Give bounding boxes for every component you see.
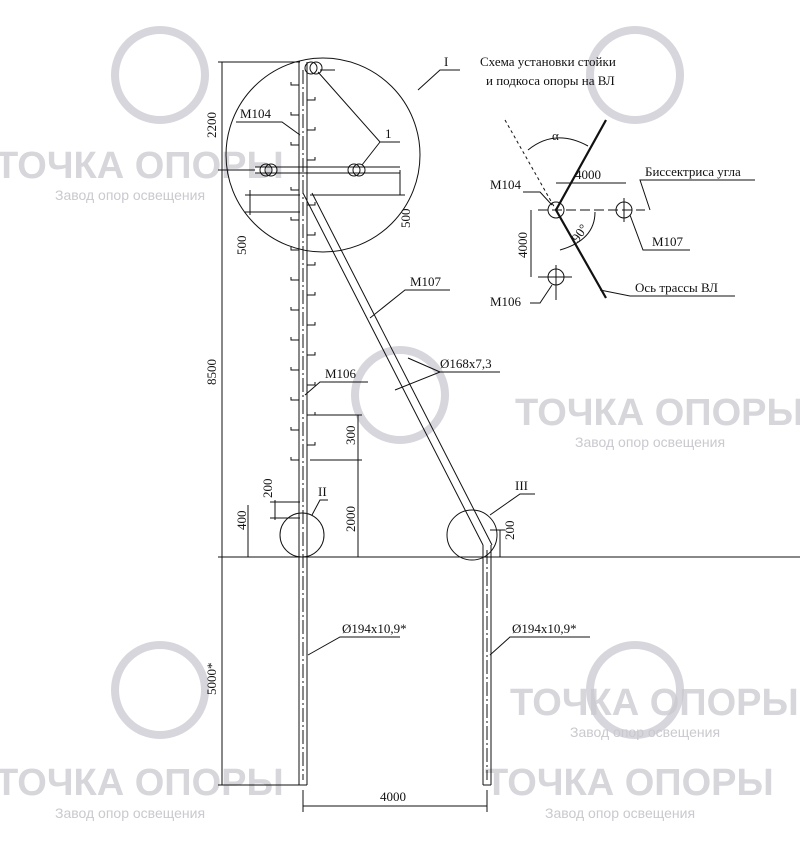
watermark-brand: ТОЧКА ОПОРЫ bbox=[485, 762, 774, 804]
scheme-label-bisector: Биссектриса угла bbox=[645, 164, 741, 179]
label-detail-iii: III bbox=[515, 478, 528, 493]
detail-circle-iii bbox=[446, 509, 498, 561]
pole-step bbox=[307, 97, 316, 101]
pole-step bbox=[307, 322, 316, 326]
pole-step bbox=[307, 127, 316, 131]
pole-step bbox=[290, 397, 299, 401]
watermark-tagline: Завод опор освещения bbox=[570, 724, 720, 740]
watermark-tagline: Завод опор освещения bbox=[545, 805, 695, 821]
bisector-line bbox=[504, 119, 557, 211]
pole-step bbox=[290, 112, 299, 116]
scheme-dim-horizontal: 4000 bbox=[575, 167, 601, 182]
dim-2200: 2200 bbox=[204, 112, 219, 138]
pole-step bbox=[290, 187, 299, 191]
pole-step bbox=[290, 457, 299, 461]
insulator-icon bbox=[304, 61, 318, 75]
insulator-icon bbox=[259, 163, 273, 177]
insulator-icon bbox=[264, 163, 278, 177]
detail-circle-i bbox=[225, 57, 421, 253]
label-m104: М104 bbox=[240, 106, 272, 121]
watermark-tagline: Завод опор освещения bbox=[55, 187, 205, 203]
watermark-brand: ТОЧКА ОПОРЫ bbox=[510, 682, 799, 724]
pole-step bbox=[290, 367, 299, 371]
dim-300: 300 bbox=[343, 426, 358, 446]
pole-step bbox=[290, 427, 299, 431]
scheme-label-m104: М104 bbox=[490, 177, 522, 192]
label-detail-ii: II bbox=[318, 484, 327, 499]
pole-step bbox=[290, 247, 299, 251]
installation-scheme: Схема установки стойки и подкоса опоры н… bbox=[480, 54, 755, 309]
right-angle-arc bbox=[559, 211, 596, 251]
brace-m107 bbox=[302, 192, 493, 786]
angle-arc bbox=[527, 137, 589, 151]
detail-circle-ii bbox=[279, 512, 325, 558]
label-m106: М106 bbox=[325, 366, 357, 381]
scheme-title-line1: Схема установки стойки bbox=[480, 54, 616, 69]
label-callout-1: 1 bbox=[385, 126, 392, 141]
dim-4000-base: 4000 bbox=[380, 789, 406, 804]
angle-alpha: α bbox=[552, 128, 559, 143]
watermark-logos: ТОЧКА ОПОРЫ Завод опор освещения ТОЧКА О… bbox=[0, 26, 800, 821]
dim-2000: 2000 bbox=[343, 506, 358, 532]
pole-step bbox=[307, 442, 316, 446]
leader-lines bbox=[236, 69, 590, 656]
pole-step bbox=[307, 232, 316, 236]
scheme-label-line-axis: Ось трассы ВЛ bbox=[635, 280, 718, 295]
dim-200-ii: 200 bbox=[260, 479, 275, 499]
watermark-brand: ТОЧКА ОПОРЫ bbox=[515, 392, 800, 434]
insulator-icon bbox=[352, 163, 366, 177]
label-pole-pipe: Ø194x10,9* bbox=[342, 621, 407, 636]
pole-step bbox=[307, 292, 316, 296]
scheme-label-m106: М106 bbox=[490, 294, 522, 309]
label-detail-i: I bbox=[444, 54, 448, 69]
watermark-brand: ТОЧКА ОПОРЫ bbox=[0, 145, 284, 187]
pole-step bbox=[307, 352, 316, 356]
dim-8500: 8500 bbox=[204, 359, 219, 385]
dim-500-right: 500 bbox=[398, 209, 413, 229]
pole-step bbox=[290, 277, 299, 281]
scheme-title-line2: и подкоса опоры на ВЛ bbox=[486, 73, 615, 88]
scheme-dim-vertical: 4000 bbox=[515, 232, 530, 258]
pole-step bbox=[290, 142, 299, 146]
watermark-tagline: Завод опор освещения bbox=[55, 805, 205, 821]
pole-steps bbox=[290, 82, 316, 461]
watermark-brand: ТОЧКА ОПОРЫ bbox=[0, 762, 284, 804]
label-m107: М107 bbox=[410, 274, 442, 289]
pole-step bbox=[290, 307, 299, 311]
pole-step bbox=[290, 82, 299, 86]
watermark-tagline: Завод опор освещения bbox=[575, 434, 725, 450]
dimension-lines bbox=[218, 61, 505, 812]
pole-step bbox=[290, 337, 299, 341]
scheme-label-m107: М107 bbox=[652, 234, 684, 249]
label-brace-pipe: Ø168x7,3 bbox=[440, 356, 492, 371]
dim-5000: 5000* bbox=[204, 663, 219, 696]
dim-200-iii: 200 bbox=[502, 521, 517, 541]
label-brace-pile-pipe: Ø194x10,9* bbox=[512, 621, 577, 636]
dim-400-ii: 400 bbox=[234, 511, 249, 531]
main-pole bbox=[298, 62, 308, 786]
crossarm bbox=[255, 61, 400, 177]
pole-step bbox=[307, 262, 316, 266]
pole-step bbox=[307, 382, 316, 386]
insulator-icon bbox=[309, 61, 323, 75]
watermark-logo-icon bbox=[111, 26, 684, 739]
pole-step bbox=[290, 217, 299, 221]
pole-step bbox=[307, 157, 316, 161]
dim-500-left: 500 bbox=[234, 236, 249, 256]
scheme-right-angle: 90° bbox=[568, 221, 591, 245]
insulator-icon bbox=[347, 163, 361, 177]
